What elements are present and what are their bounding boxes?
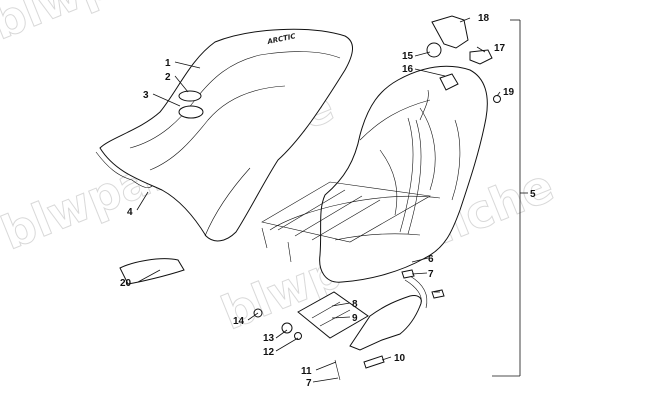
callout-7-lower: 7 bbox=[306, 378, 312, 389]
callout-11: 11 bbox=[301, 366, 312, 377]
callout-14: 14 bbox=[233, 316, 245, 327]
callout-19: 19 bbox=[503, 87, 515, 98]
washer-12 bbox=[294, 332, 302, 340]
pad-20 bbox=[119, 258, 185, 285]
seat-cushion: ARCTIC bbox=[95, 28, 353, 242]
bushing-13 bbox=[281, 322, 293, 334]
callout-6: 6 bbox=[428, 254, 434, 265]
leader-lines bbox=[136, 17, 528, 383]
callout-15: 15 bbox=[402, 51, 414, 62]
callouts: 1 2 3 4 5 6 7 7 8 9 10 11 12 13 14 15 16… bbox=[120, 13, 536, 389]
callout-12: 12 bbox=[263, 347, 275, 358]
callout-8: 8 bbox=[352, 299, 358, 310]
callout-9: 9 bbox=[352, 313, 358, 324]
pin-11 bbox=[334, 359, 341, 381]
screw-7b bbox=[431, 289, 445, 299]
callout-13: 13 bbox=[263, 333, 275, 344]
seat-frame-rails bbox=[261, 117, 441, 243]
callout-17: 17 bbox=[494, 43, 506, 54]
callout-5: 5 bbox=[530, 189, 536, 200]
callout-4: 4 bbox=[127, 207, 133, 218]
callout-2: 2 bbox=[165, 72, 171, 83]
callout-20: 20 bbox=[120, 278, 132, 289]
screw-7a bbox=[401, 269, 415, 279]
callout-7-upper: 7 bbox=[428, 269, 434, 280]
callout-18: 18 bbox=[478, 13, 490, 24]
strap-right bbox=[287, 241, 292, 263]
callout-1: 1 bbox=[165, 58, 171, 69]
emblem-part-2 bbox=[178, 90, 202, 102]
strap-left bbox=[261, 227, 268, 249]
bolt-19 bbox=[493, 95, 501, 103]
seat-bracket bbox=[297, 275, 428, 351]
callout-16: 16 bbox=[402, 64, 414, 75]
callout-3: 3 bbox=[143, 90, 149, 101]
latch-assembly bbox=[419, 15, 493, 121]
bolt-10 bbox=[363, 355, 385, 369]
seat-base bbox=[319, 65, 488, 283]
emblem-part-3 bbox=[178, 105, 204, 119]
callout-10: 10 bbox=[394, 353, 406, 364]
